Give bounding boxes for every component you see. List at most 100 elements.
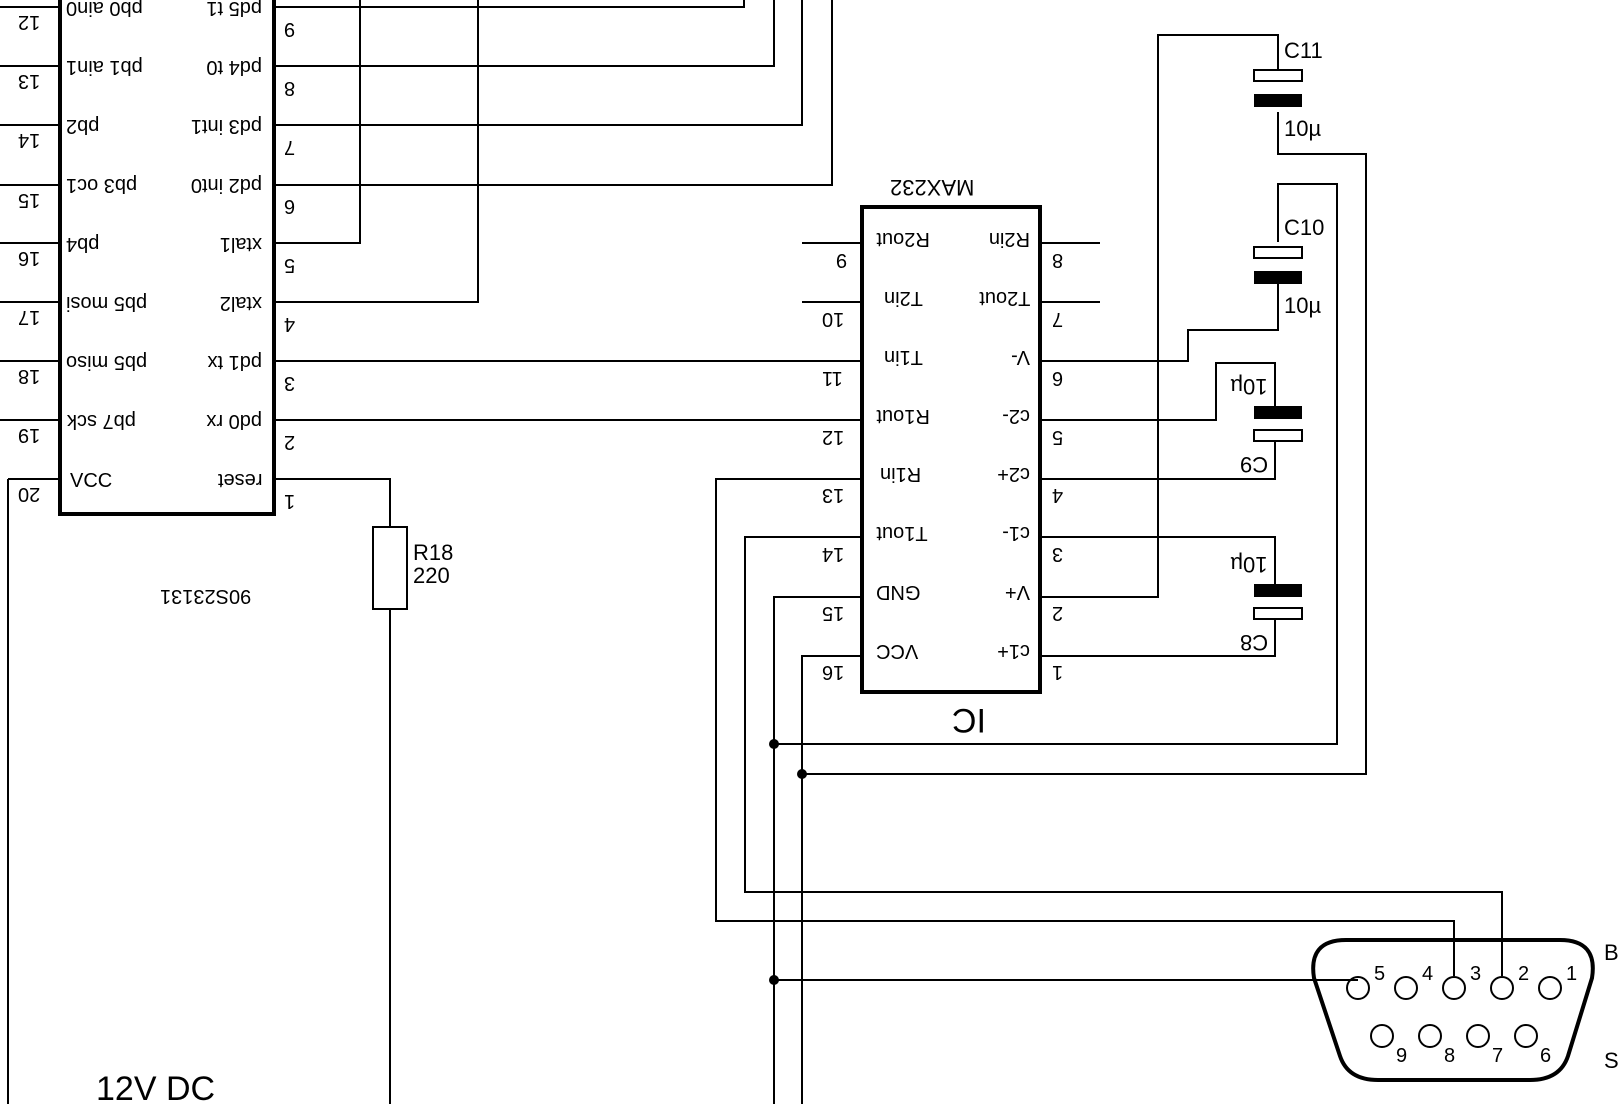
pin-number: 2 <box>1052 602 1063 624</box>
pin-number: 13 <box>822 484 844 506</box>
connector-pin-label: 3 <box>1470 963 1481 985</box>
chip-max232: MAX232 IC 9 10 11 12 13 14 15 16 R2out T… <box>802 175 1100 739</box>
pin-signal: pd0 rx <box>206 410 262 432</box>
pin-signal: R2in <box>989 228 1030 250</box>
capacitor-plate <box>1253 607 1303 620</box>
pin-signal: pb0 ain0 <box>66 0 143 19</box>
connector-pin-label: 6 <box>1540 1045 1551 1067</box>
pin-number: 19 <box>18 424 40 446</box>
junction-dot <box>797 769 807 779</box>
capacitor-ref: C11 <box>1284 38 1323 63</box>
connector-pin <box>1370 1024 1394 1048</box>
pin-signal: pd4 t0 <box>206 56 262 78</box>
junction-dot <box>769 739 779 749</box>
pin-number: 8 <box>284 77 295 99</box>
resistor-body <box>372 526 408 610</box>
pin-number: 3 <box>284 372 295 394</box>
capacitor-c11: C11 10µ <box>1253 38 1323 141</box>
connector-pin <box>1394 976 1418 1000</box>
pin-number: 1 <box>1052 661 1063 683</box>
pin-signal: c2- <box>1002 405 1030 427</box>
pin-signal: pd1 tx <box>208 351 262 373</box>
pin-number: 20 <box>18 483 40 505</box>
pin-signal: VCC <box>876 640 918 662</box>
pin-number: 10 <box>822 308 844 330</box>
pin-number: 15 <box>18 189 40 211</box>
pin-signal: c1+ <box>997 640 1030 662</box>
capacitor-ref: C8 <box>1240 630 1268 655</box>
pin-number: 12 <box>18 11 40 33</box>
pin-signal: c2+ <box>997 463 1030 485</box>
connector-pin-label: 9 <box>1396 1045 1407 1067</box>
pin-signal: T2in <box>884 287 923 309</box>
pin-number: 5 <box>284 254 295 276</box>
resistor-r18: R18 220 <box>372 526 453 610</box>
capacitor-plate <box>1254 584 1302 597</box>
connector-pin-label: 4 <box>1422 963 1433 985</box>
capacitor-plate <box>1253 429 1303 442</box>
pin-number: 1 <box>284 490 295 512</box>
pin-number: 16 <box>18 247 40 269</box>
wires-max232 <box>715 34 1503 1104</box>
pin-number: 17 <box>18 306 40 328</box>
pin-signal: pd5 t1 <box>206 0 262 19</box>
db9-shell <box>1311 938 1595 1082</box>
pin-number: 5 <box>1052 426 1063 448</box>
pin-signal: R1out <box>876 405 930 427</box>
capacitor-ref: C10 <box>1284 215 1324 240</box>
connector-edge-letter: B <box>1604 940 1618 965</box>
pin-number: 2 <box>284 431 295 453</box>
chip-90s2313-body <box>58 0 276 516</box>
chip-90s2313-name: 90S23131 <box>160 585 251 607</box>
pin-signal: xtal1 <box>220 233 262 255</box>
connector-pin-label: 7 <box>1492 1045 1503 1067</box>
capacitor-c9: 10µ C9 <box>1230 374 1303 477</box>
pin-signal: reset <box>218 469 263 491</box>
resistor-value: 220 <box>413 563 450 588</box>
pin-number: 4 <box>1052 484 1063 506</box>
capacitor-plate <box>1254 271 1302 284</box>
pin-number: 18 <box>18 365 40 387</box>
connector-pin-label: 1 <box>1566 963 1577 985</box>
connector-pin-label: 8 <box>1444 1045 1455 1067</box>
capacitor-plate <box>1254 406 1302 419</box>
pin-signal: V+ <box>1005 581 1030 603</box>
connector-pin <box>1490 976 1514 1000</box>
pin-signal: GND <box>876 581 920 603</box>
resistor-ref: R18 <box>413 540 453 565</box>
capacitor-value: 10µ <box>1230 374 1267 399</box>
pin-signal: pb4 <box>66 233 99 255</box>
pin-signal: pb2 <box>66 115 99 137</box>
connector-pin <box>1442 976 1466 1000</box>
wires-left-chip <box>7 0 862 1104</box>
capacitor-c8: 10µ C8 <box>1230 552 1303 655</box>
pin-number: 6 <box>1052 367 1063 389</box>
pin-signal: c1- <box>1002 522 1030 544</box>
connector-pin <box>1514 1024 1538 1048</box>
pin-signal: pb7 sck <box>66 410 136 432</box>
pin-number: 9 <box>836 249 847 271</box>
capacitor-value: 10µ <box>1284 293 1321 318</box>
capacitor-plate <box>1253 69 1303 82</box>
db9-connector: 5 4 3 2 1 9 8 7 6 B S <box>1311 938 1618 1082</box>
pin-signal: T2out <box>979 287 1031 309</box>
connector-edge-letter: S <box>1604 1048 1618 1073</box>
capacitor-value: 10µ <box>1284 116 1321 141</box>
pin-number: 3 <box>1052 543 1063 565</box>
junction-dot <box>769 975 779 985</box>
connector-pin <box>1538 976 1562 1000</box>
pin-number: 11 <box>822 367 843 389</box>
pin-signal: xtal2 <box>220 292 262 314</box>
connector-pin <box>1418 1024 1442 1048</box>
connector-pin <box>1346 976 1370 1000</box>
power-label: 12V DC <box>96 1070 215 1104</box>
chip-max232-ref: IC <box>952 701 986 739</box>
pin-number: 7 <box>1052 308 1063 330</box>
pin-number: 15 <box>822 602 844 624</box>
pin-number: 8 <box>1052 249 1063 271</box>
pin-signal: R1in <box>880 463 921 485</box>
pin-signal: pb5 mosi <box>66 292 147 314</box>
pin-signal: V- <box>1011 346 1030 368</box>
pin-signal: T1in <box>884 346 923 368</box>
